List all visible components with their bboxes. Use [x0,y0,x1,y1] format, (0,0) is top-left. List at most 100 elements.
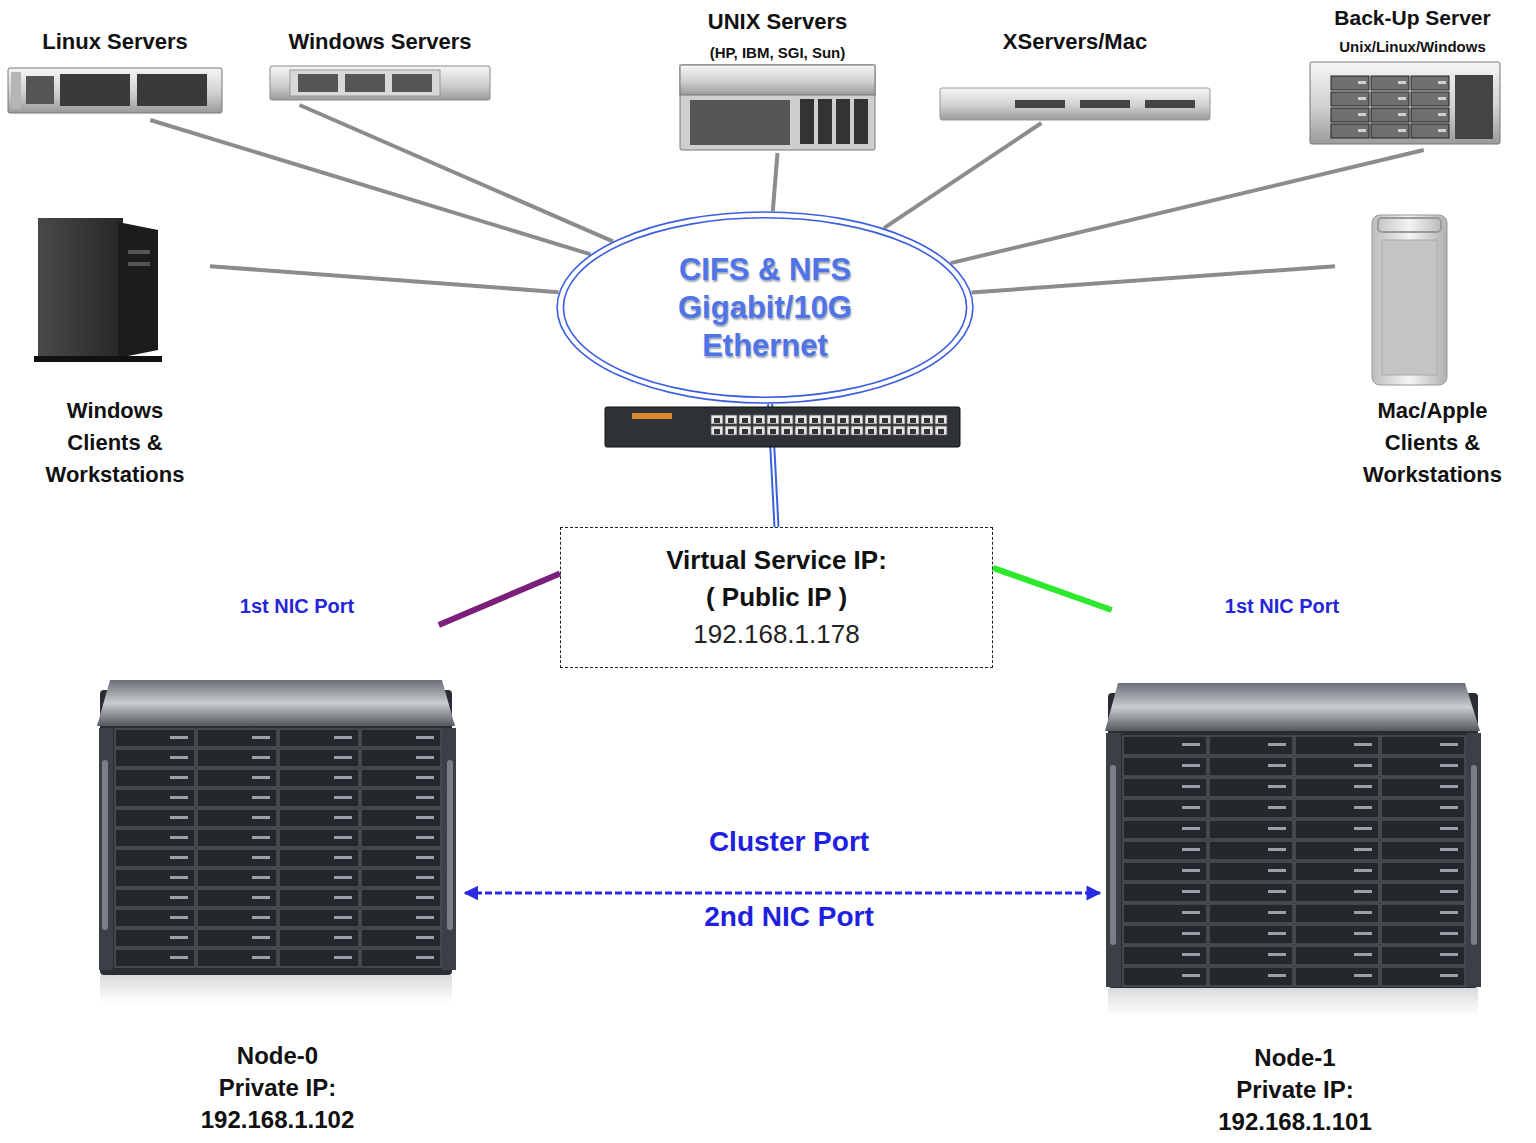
server-grille [690,100,790,145]
rack-ear [99,728,113,970]
client-node: Windows Clients & Workstations [20,210,210,491]
server-node: Back-Up ServerUnix/Linux/Windows [1300,4,1525,150]
storage-reflection [100,975,452,1003]
backup-server-body [1310,62,1500,144]
network-link [300,105,613,241]
ellipse-outer [557,212,973,403]
mac-tower-body [1372,215,1447,385]
server-bezel [290,70,440,96]
drive-bay [392,74,432,92]
network-ellipse: CIFS & NFS Gigabit/10G Ethernet [555,210,975,405]
client-node: Mac/Apple Clients & Workstations [1335,210,1530,491]
unix-server-body [680,65,875,150]
network-link [150,120,590,254]
xserve-body [940,88,1210,120]
ellipse-inner [563,218,966,397]
storage-chassis [100,690,452,975]
network-switch [605,407,960,447]
connector-line [993,568,1112,610]
drive-bay [298,74,338,92]
drive-slot [1145,100,1195,108]
switch-ports [710,414,948,436]
rack-handle [447,760,453,930]
storage-node: Node-0Private IP: 192.168.1.102 [90,625,465,1136]
nic-link [993,568,1112,610]
drive-bay [818,99,832,144]
server-node: Windows Servers [265,25,495,105]
virtual-ip-box: Virtual Service IP:( Public IP )192.168.… [560,527,993,668]
network-link [971,266,1335,292]
rack-handle [1110,765,1116,945]
storage-lid [97,680,455,726]
node-text: (HP, IBM, SGI, Sun) [710,43,846,63]
node-text: 192.168.1.178 [693,616,859,653]
server-node: Linux Servers [5,25,225,120]
network-link [884,123,1042,228]
network-link [210,266,559,292]
connector-line [884,123,1042,228]
port-label: 2nd NIC Port [704,901,874,933]
node-text: XServers/Mac [1003,25,1147,59]
drive-panel [60,74,130,106]
rack-ear [1106,733,1121,987]
storage-chassis [1108,693,1478,988]
rack-handle [1471,765,1477,945]
node-text: UNIX Servers [708,8,847,36]
windows-server-body [270,66,490,100]
cluster-link [465,893,1100,894]
drive-bays [1330,75,1450,139]
mac-handle [1378,218,1441,232]
node-text: Virtual Service IP: [666,542,887,579]
rack-ear [442,728,456,970]
switch-badge [632,413,672,419]
tower-foot [34,356,162,362]
storage-node: Node-1Private IP: 192.168.1.101 [1100,610,1490,1138]
node-text: Private IP: 192.168.1.102 [183,1072,373,1136]
network-link [773,153,778,211]
node-text: Windows Clients & Workstations [40,395,190,491]
server-handle [11,72,21,109]
drive-slot [1015,100,1065,108]
drive-slot [1080,100,1130,108]
storage-lid [1105,683,1480,731]
drive-bay [836,99,850,144]
storage-drive-bays [114,728,442,968]
server-panel [1455,75,1493,139]
connector-line [150,120,590,254]
node-text: Back-Up Server [1334,4,1490,32]
node-text: Private IP: 192.168.1.101 [1200,1074,1390,1138]
connector-line [951,150,1424,263]
connector-line [300,105,613,241]
connector-line [210,266,559,292]
tower-front [118,222,158,358]
nic-link [439,574,560,625]
edge-label: 1st NIC Port [240,595,354,618]
server-node: UNIX Servers (HP, IBM, SGI, Sun) [675,8,880,153]
drive-bay [800,99,814,144]
node-text: Mac/Apple Clients & Workstations [1358,395,1508,491]
node-text: Node-1 [1254,1042,1335,1074]
linux-server-body [8,68,222,113]
edge-label: 1st NIC Port [1225,595,1339,618]
connector-line [439,574,560,625]
mac-grille [1382,240,1437,375]
connector-line [773,153,778,211]
node-text: ( Public IP ) [706,579,847,616]
server-vent [26,76,54,104]
tower-drive [128,262,150,266]
server-top [680,65,875,95]
node-text: Linux Servers [42,25,188,59]
node-text: Unix/Linux/Windows [1339,37,1486,57]
connector-line [971,266,1335,292]
connector-line [465,892,1100,895]
node-text: Node-0 [237,1040,318,1072]
node-text: Windows Servers [288,25,471,59]
network-link [951,150,1424,263]
server-node: XServers/Mac [935,25,1215,123]
edge-label: Cluster Port [709,826,869,858]
rack-ear [1466,733,1481,987]
drive-panel [137,74,207,106]
drive-bay [345,74,385,92]
